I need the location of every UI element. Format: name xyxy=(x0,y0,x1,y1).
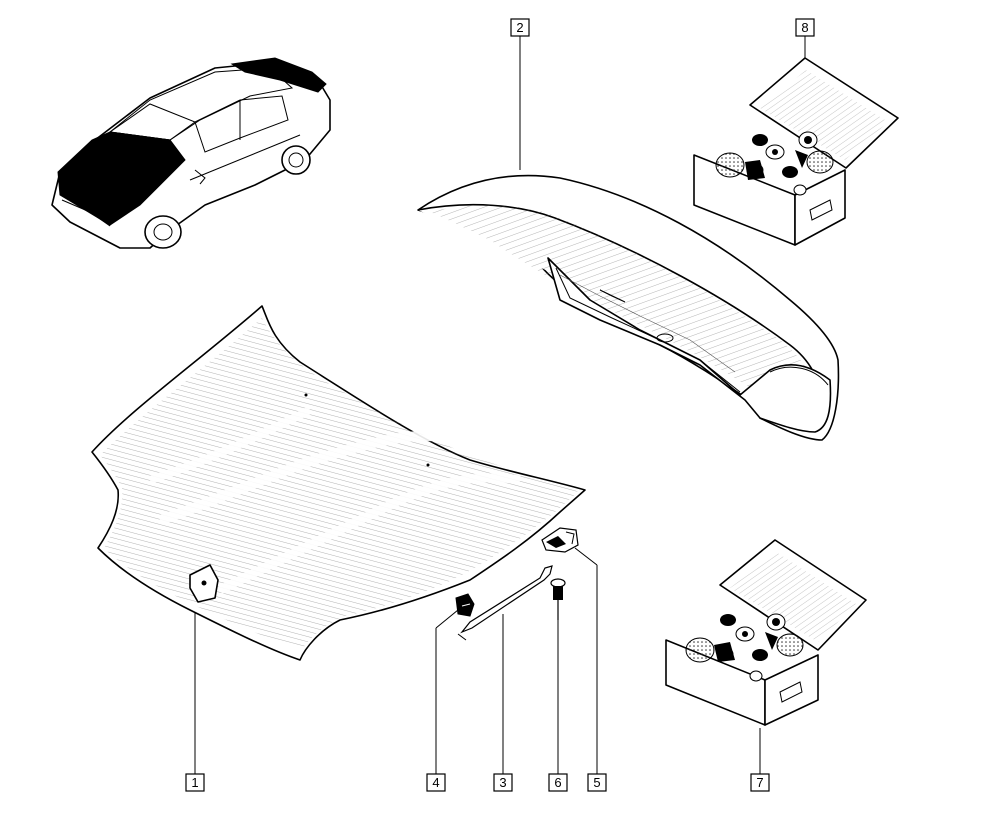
part-4-stay-rod-holder xyxy=(455,593,475,617)
part-8-fastener-kit-box xyxy=(693,57,899,246)
part-2-boot-lid xyxy=(417,174,840,441)
leader-lines xyxy=(194,36,806,774)
svg-text:3: 3 xyxy=(499,775,506,790)
svg-text:1: 1 xyxy=(191,775,198,790)
part-6-buffer-pin xyxy=(550,578,566,620)
svg-text:7: 7 xyxy=(756,775,763,790)
callout-7: 7 xyxy=(750,773,770,792)
part-5-stay-rod-clip xyxy=(541,527,579,553)
svg-text:8: 8 xyxy=(801,20,808,35)
svg-text:4: 4 xyxy=(432,775,439,790)
part-3-stay-rod xyxy=(457,565,553,641)
callout-4: 4 xyxy=(426,773,446,792)
vehicle-location-thumbnail xyxy=(51,57,331,249)
svg-text:2: 2 xyxy=(516,20,523,35)
callout-5: 5 xyxy=(587,773,607,792)
svg-text:6: 6 xyxy=(554,775,561,790)
svg-text:5: 5 xyxy=(593,775,600,790)
part-1-bonnet-panel xyxy=(91,305,586,661)
callout-2: 2 xyxy=(510,18,530,37)
callout-8: 8 xyxy=(795,18,815,37)
callout-1: 1 xyxy=(185,773,205,792)
part-7-fastener-kit-box xyxy=(665,539,867,726)
callout-3: 3 xyxy=(493,773,513,792)
callout-6: 6 xyxy=(548,773,568,792)
